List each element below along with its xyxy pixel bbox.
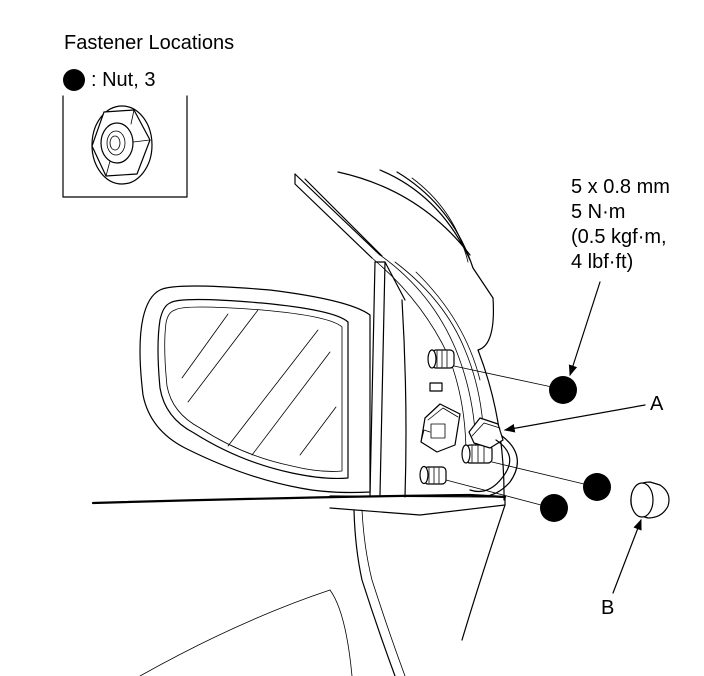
- nut-symbol-icon: [63, 69, 85, 91]
- torque-spec-line-3: (0.5 kgf·m,: [571, 226, 667, 248]
- lower-nut-leader: [445, 479, 542, 506]
- legend-box: [62, 95, 188, 198]
- upper-nut-leader: [453, 365, 553, 388]
- wire-harness-a: [468, 417, 518, 498]
- door-panel: [91, 493, 507, 676]
- harness-connector: [420, 403, 461, 453]
- callout-b-arrow: [612, 518, 642, 594]
- mirror-assembly: [139, 261, 407, 498]
- callout-b-label: B: [601, 597, 614, 619]
- legend-item-label: : Nut, 3: [91, 69, 155, 91]
- middle-nut-leader: [491, 461, 585, 485]
- slot-hole: [429, 382, 443, 392]
- lower-stud: [419, 465, 447, 485]
- flange-nut-icon: [91, 105, 153, 185]
- legend-title: Fastener Locations: [64, 32, 234, 54]
- callout-a-label: A: [650, 393, 664, 415]
- cap-b: [630, 481, 670, 519]
- callout-a-arrow: [503, 404, 646, 433]
- torque-spec-line-1: 5 x 0.8 mm: [571, 176, 670, 198]
- upper-nut-icon: [549, 376, 577, 404]
- torque-spec-line-4: 4 lbf·ft): [571, 251, 633, 273]
- middle-stud: [461, 444, 493, 464]
- upper-stud: [427, 349, 455, 369]
- torque-spec-line-2: 5 N·m: [571, 201, 625, 223]
- middle-nut-icon: [583, 473, 611, 501]
- torque-spec-arrow: [568, 281, 601, 377]
- lower-nut-icon: [540, 494, 568, 522]
